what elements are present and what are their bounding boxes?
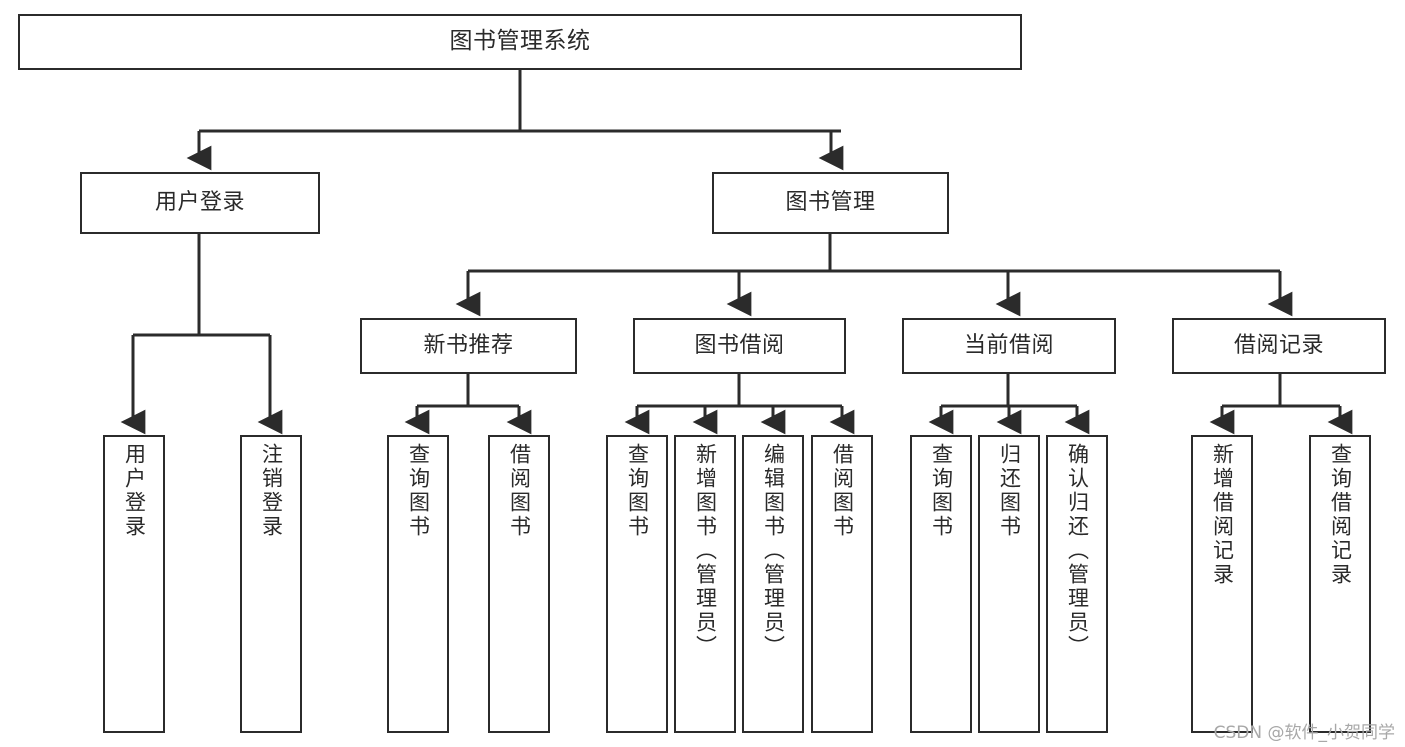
node-user-login[interactable]: 用户登录 (80, 172, 320, 234)
leaf-edit-book[interactable]: 编辑图书（管理员） (742, 435, 804, 733)
node-book-manage[interactable]: 图书管理 (712, 172, 949, 234)
leaf-add-record-label: 新增借阅记录 (1210, 443, 1235, 587)
node-book-manage-label: 图书管理 (785, 190, 876, 216)
leaf-logout[interactable]: 注销登录 (240, 435, 302, 733)
leaf-add-book[interactable]: 新增图书（管理员） (674, 435, 736, 733)
leaf-add-book-label: 新增图书（管理员） (693, 443, 718, 659)
node-borrow-record[interactable]: 借阅记录 (1172, 318, 1386, 374)
leaf-return-book[interactable]: 归还图书 (978, 435, 1040, 733)
node-root-label: 图书管理系统 (449, 28, 591, 55)
csdn-watermark: CSDN @软件_小贺同学 (1213, 723, 1395, 743)
node-borrow-record-label: 借阅记录 (1233, 333, 1324, 359)
leaf-query-book-1[interactable]: 查询图书 (387, 435, 449, 733)
leaf-query-book-1-label: 查询图书 (406, 443, 431, 539)
leaf-edit-book-label: 编辑图书（管理员） (761, 443, 786, 659)
node-user-login-label: 用户登录 (154, 190, 245, 216)
leaf-borrow-book-2-label: 借阅图书 (830, 443, 855, 539)
leaf-query-book-3-label: 查询图书 (929, 443, 954, 539)
node-new-book-rec[interactable]: 新书推荐 (360, 318, 577, 374)
node-book-borrow-label: 图书借阅 (694, 333, 785, 359)
leaf-add-record[interactable]: 新增借阅记录 (1191, 435, 1253, 733)
leaf-borrow-book-1-label: 借阅图书 (507, 443, 532, 539)
node-current-borrow-label: 当前借阅 (963, 333, 1054, 359)
leaf-return-book-label: 归还图书 (997, 443, 1022, 539)
node-book-borrow[interactable]: 图书借阅 (633, 318, 846, 374)
leaf-query-book-2-label: 查询图书 (625, 443, 650, 539)
leaf-borrow-book-1[interactable]: 借阅图书 (488, 435, 550, 733)
leaf-confirm-return-label: 确认归还（管理员） (1065, 443, 1090, 659)
node-root[interactable]: 图书管理系统 (18, 14, 1022, 70)
leaf-user-login-label: 用户登录 (122, 443, 147, 539)
node-current-borrow[interactable]: 当前借阅 (902, 318, 1116, 374)
leaf-query-book-2[interactable]: 查询图书 (606, 435, 668, 733)
leaf-query-book-3[interactable]: 查询图书 (910, 435, 972, 733)
leaf-user-login[interactable]: 用户登录 (103, 435, 165, 733)
leaf-logout-label: 注销登录 (259, 443, 284, 539)
leaf-query-record[interactable]: 查询借阅记录 (1309, 435, 1371, 733)
leaf-query-record-label: 查询借阅记录 (1328, 443, 1353, 587)
leaf-confirm-return[interactable]: 确认归还（管理员） (1046, 435, 1108, 733)
node-new-book-rec-label: 新书推荐 (423, 333, 514, 359)
leaf-borrow-book-2[interactable]: 借阅图书 (811, 435, 873, 733)
